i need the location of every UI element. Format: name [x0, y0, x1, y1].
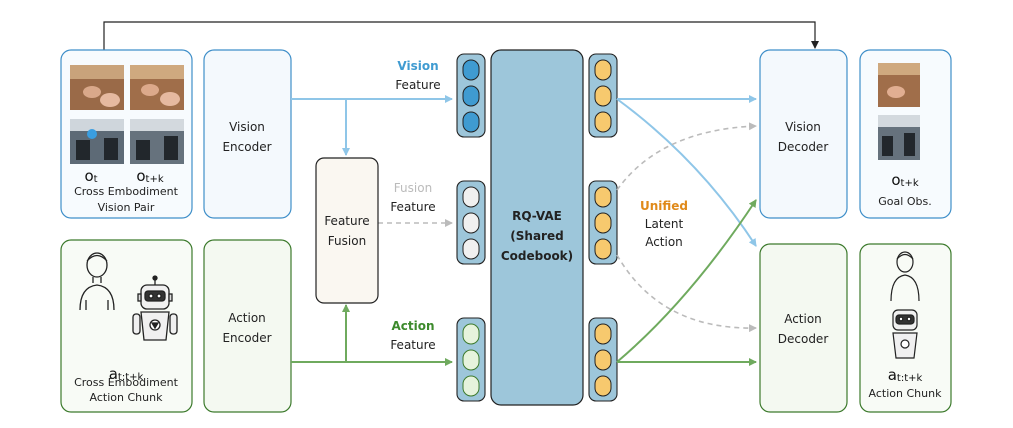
- vision-encoder-label-1: Vision: [229, 120, 265, 134]
- action-encoder-label-2: Encoder: [222, 331, 271, 345]
- latent-to-action-decoder-cross-arrow: [616, 98, 757, 247]
- otk-symbol: ot+k: [136, 167, 163, 185]
- vision-token-column: [456, 53, 486, 138]
- action-decoder-label-2: Decoder: [778, 332, 829, 346]
- fusion-feature-word: Fusion: [394, 181, 432, 195]
- action-feature-label: Feature: [390, 338, 435, 352]
- skip-connection-arrow: [103, 21, 819, 50]
- ot-symbol: ot: [84, 167, 97, 185]
- latent-token-column-top: [588, 53, 618, 138]
- vision-decoder-label-1: Vision: [785, 120, 821, 134]
- latent-to-vision-decoder-cross-arrow: [616, 199, 757, 363]
- vision-pair-caption-2: Vision Pair: [98, 201, 155, 214]
- vision-decoder-box: Vision Decoder: [759, 49, 848, 219]
- rqvae-box: RQ-VAE (Shared Codebook): [490, 49, 584, 406]
- output-human-icon: [890, 251, 920, 302]
- action-word: Action: [645, 235, 683, 249]
- action-chunk-caption-1: Cross Embodiment: [74, 376, 179, 389]
- action-encoder-label-1: Action: [228, 311, 266, 325]
- action-encoder-box: Action Encoder: [203, 239, 292, 413]
- action-decoder-label-1: Action: [784, 312, 822, 326]
- rqvae-label-2: (Shared: [510, 229, 563, 243]
- vision-decoder-label-2: Decoder: [778, 140, 829, 154]
- rqvae-label-1: RQ-VAE: [512, 209, 562, 223]
- action-decoder-box: Action Decoder: [759, 243, 848, 413]
- latent-token-column-bottom: [588, 317, 618, 402]
- robot-icon: [132, 275, 178, 341]
- output-a-chunk-symbol: at:t+k: [888, 366, 923, 384]
- action-feature-word: Action: [391, 319, 434, 333]
- input-action-panel: at:t+k Cross Embodiment Action Chunk: [60, 239, 193, 413]
- fusion-to-vision-decoder-arrow: [616, 122, 757, 191]
- vision-feature-label: Feature: [395, 78, 440, 92]
- vision-encoder-label-2: Encoder: [222, 140, 271, 154]
- a-chunk-symbol: at:t+k: [109, 365, 144, 383]
- unified-word: Unified: [640, 199, 688, 213]
- human-icon: [79, 252, 115, 311]
- fusion-label-2: Fusion: [328, 234, 366, 248]
- output-action-panel: at:t+k Action Chunk: [859, 243, 952, 413]
- input-vision-panel: ot ot+k Cross Embodiment Vision Pair: [60, 49, 193, 219]
- fusion-feature-label: Feature: [390, 200, 435, 214]
- output-action-chunk-caption: Action Chunk: [869, 387, 943, 400]
- fusion-token-column: [456, 180, 486, 265]
- rqvae-label-3: Codebook): [501, 249, 573, 263]
- action-chunk-caption-2: Action Chunk: [90, 391, 164, 404]
- fusion-to-action-decoder-arrow: [616, 254, 757, 333]
- action-token-column: [456, 317, 486, 402]
- output-vision-panel: ot+k Goal Obs.: [859, 49, 952, 219]
- goal-obs-caption: Goal Obs.: [878, 195, 931, 208]
- vision-pair-caption-1: Cross Embodiment: [74, 185, 179, 198]
- vision-encoder-box: Vision Encoder: [203, 49, 292, 219]
- vision-feature-word: Vision: [397, 59, 438, 73]
- feature-fusion-box: Feature Fusion: [315, 157, 379, 304]
- goal-ot-symbol: ot+k: [891, 171, 918, 189]
- latent-word: Latent: [645, 217, 684, 231]
- output-robot-icon: [892, 309, 918, 359]
- latent-token-column-middle: [588, 180, 618, 265]
- fusion-label-1: Feature: [324, 214, 369, 228]
